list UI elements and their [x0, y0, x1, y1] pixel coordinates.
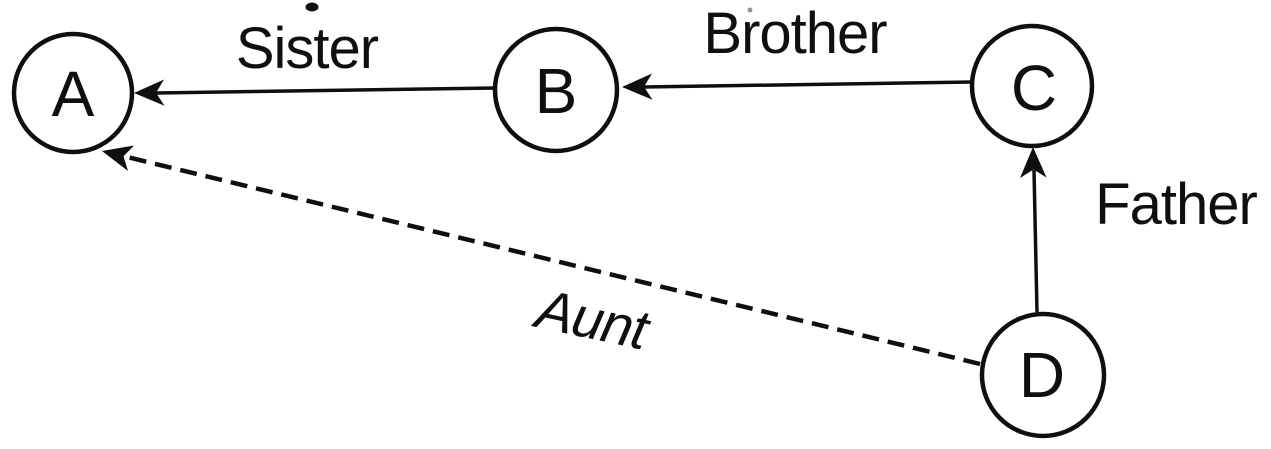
- edge-brother-label: Brother: [703, 1, 887, 66]
- edge-sister: Sister: [134, 16, 496, 106]
- edge-sister-line: [155, 86, 496, 95]
- edge-father-line: [1032, 169, 1039, 313]
- edge-aunt: Aunt: [102, 145, 981, 367]
- edge-brother: Brother: [622, 1, 973, 100]
- node-b-circle: [492, 26, 620, 154]
- node-b: B: [492, 26, 620, 154]
- ink-speck: [305, 2, 319, 12]
- ink-speck: [747, 7, 753, 13]
- node-c-label: C: [1011, 52, 1057, 124]
- node-c: C: [969, 23, 1095, 149]
- edge-father: Father: [1020, 147, 1258, 313]
- node-c-circle: [969, 23, 1095, 149]
- aunt-arrowhead-icon: [102, 145, 134, 171]
- edge-aunt-label: Aunt: [528, 276, 656, 362]
- sister-arrowhead-icon: [134, 79, 165, 106]
- edge-brother-line: [643, 80, 973, 89]
- edge-sister-label: Sister: [236, 16, 379, 81]
- node-b-label: B: [535, 55, 578, 127]
- father-arrowhead-icon: [1020, 147, 1047, 178]
- node-a-circle: [11, 31, 135, 155]
- node-d-circle: [979, 311, 1107, 439]
- edge-aunt-line: [122, 153, 981, 367]
- node-d: D: [979, 311, 1107, 439]
- node-a-label: A: [52, 58, 95, 130]
- edge-father-label: Father: [1095, 172, 1257, 237]
- brother-arrowhead-icon: [622, 73, 653, 100]
- node-a: A: [11, 31, 135, 155]
- node-d-label: D: [1019, 339, 1065, 411]
